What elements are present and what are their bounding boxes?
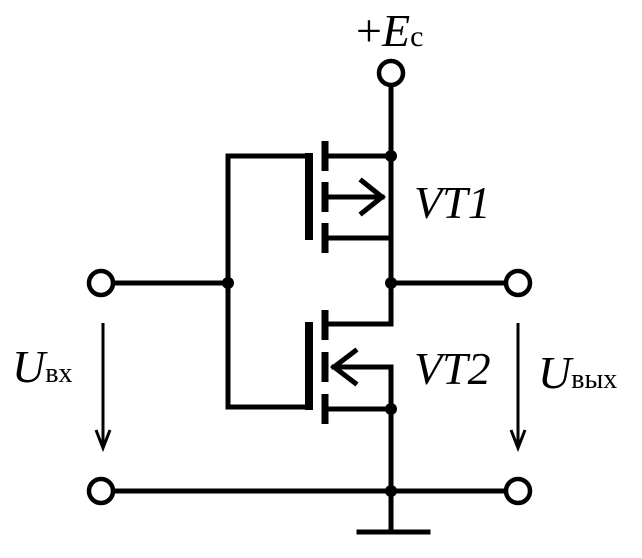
supply-symbol: E bbox=[381, 5, 411, 56]
output-voltage-label: Uвых bbox=[538, 350, 617, 396]
common-input-terminal bbox=[86, 476, 116, 506]
output-voltage-symbol: U bbox=[538, 347, 572, 398]
output-voltage-arrowhead bbox=[509, 429, 527, 453]
vt2-arrow bbox=[329, 347, 359, 387]
input-voltage-label: Uвх bbox=[12, 344, 72, 390]
junction-dot bbox=[385, 277, 397, 289]
input-voltage-arrowhead bbox=[94, 429, 112, 453]
common-output-terminal bbox=[503, 476, 533, 506]
junction-dot bbox=[385, 485, 397, 497]
supply-label: +Eс bbox=[356, 8, 423, 54]
input-voltage-subscript: вх bbox=[45, 358, 73, 389]
gate-loop-wire bbox=[225, 153, 309, 410]
input-terminal bbox=[86, 268, 116, 298]
supply-terminal bbox=[376, 58, 406, 88]
input-voltage-symbol: U bbox=[12, 341, 46, 392]
junction-dot bbox=[222, 277, 234, 289]
vt2-label: VT2 bbox=[414, 343, 491, 394]
junction-dot bbox=[385, 150, 397, 162]
supply-sign: + bbox=[356, 5, 382, 56]
vt1-arrow bbox=[358, 177, 387, 217]
junction-dot bbox=[385, 403, 397, 415]
vt1-label: VT1 bbox=[414, 177, 491, 228]
output-voltage-subscript: вых bbox=[571, 364, 618, 395]
supply-subscript: с bbox=[410, 20, 424, 53]
output-terminal bbox=[503, 268, 533, 298]
